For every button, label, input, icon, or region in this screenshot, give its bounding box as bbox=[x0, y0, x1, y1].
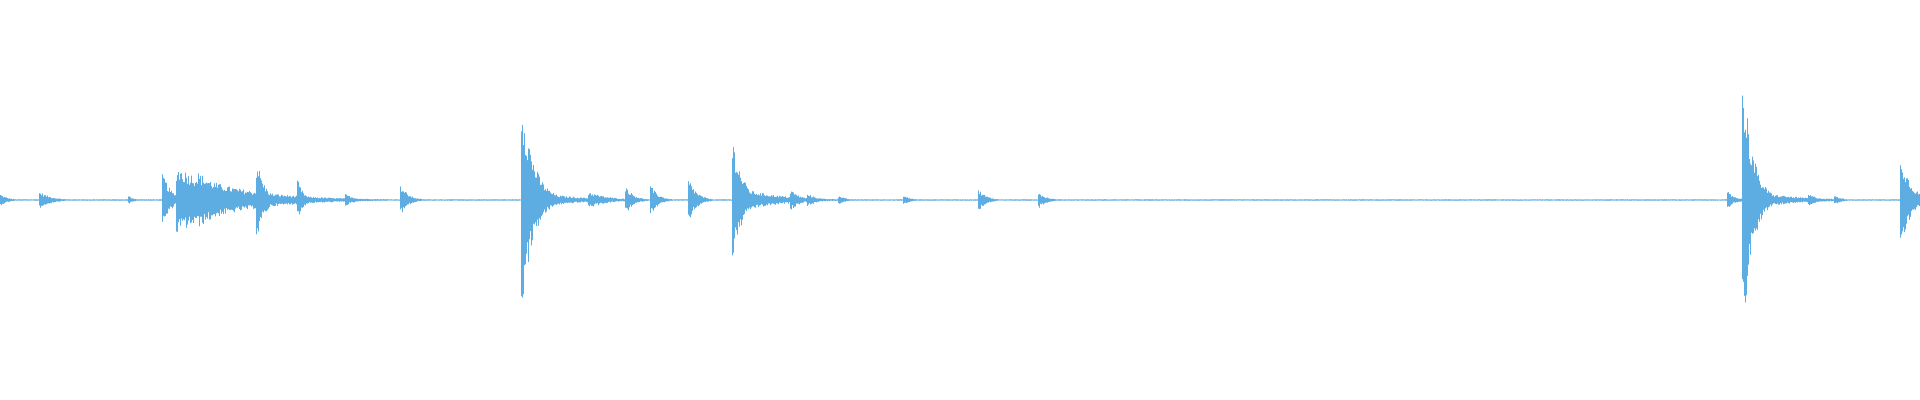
waveform-amplitude-trace bbox=[0, 95, 1920, 303]
